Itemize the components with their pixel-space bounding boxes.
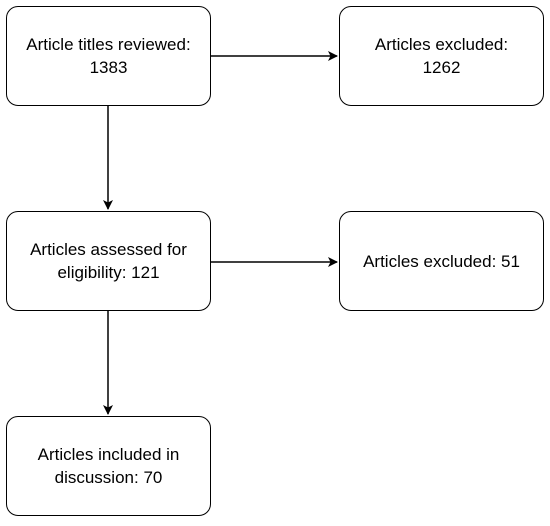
node-titles-reviewed-count: 1383 — [89, 58, 128, 77]
node-included-label: Articles included in — [37, 445, 180, 464]
node-articles-excluded-second: Articles excluded: 51 — [339, 211, 544, 311]
node-assessed-eligibility: Articles assessed for eligibility: 121 — [6, 211, 211, 311]
node-titles-reviewed: Article titles reviewed: 1383 — [6, 6, 211, 106]
node-assessed-count: eligibility: 121 — [57, 263, 160, 282]
node-included-discussion: Articles included in discussion: 70 — [6, 416, 211, 516]
node-excluded-first-count: 1262 — [422, 58, 461, 77]
node-excluded-first-label: Articles excluded: — [374, 35, 509, 54]
node-articles-excluded-first: Articles excluded: 1262 — [339, 6, 544, 106]
node-assessed-label: Articles assessed for — [30, 240, 187, 259]
node-titles-reviewed-label: Article titles reviewed: — [26, 35, 191, 54]
node-excluded-second-label: Articles excluded: 51 — [363, 251, 520, 271]
node-included-count: discussion: 70 — [54, 468, 163, 487]
